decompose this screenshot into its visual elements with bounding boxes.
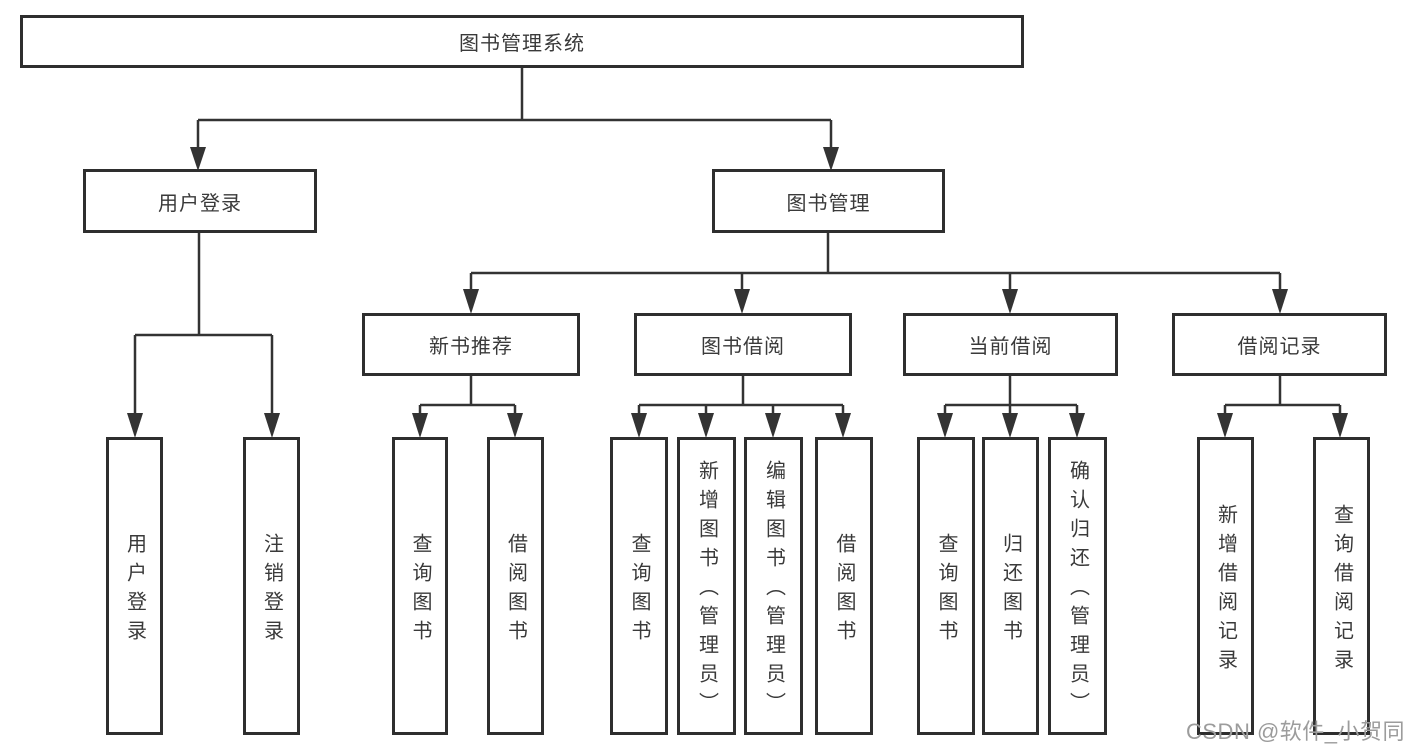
leaf-query-books-1: 查询图书 xyxy=(392,437,448,735)
leaf-return-books: 归还图书 xyxy=(982,437,1039,735)
leaf-confirm-return-admin: 确认归还（管理员） xyxy=(1048,437,1107,735)
leaf-logout: 注销登录 xyxy=(243,437,300,735)
node-root-system: 图书管理系统 xyxy=(20,15,1024,68)
leaf-edit-books-admin: 编辑图书（管理员） xyxy=(744,437,803,735)
leaf-user-login: 用户登录 xyxy=(106,437,163,735)
leaf-borrow-books-2: 借阅图书 xyxy=(815,437,873,735)
node-book-borrowing: 图书借阅 xyxy=(634,313,852,376)
leaf-query-books-2: 查询图书 xyxy=(610,437,668,735)
node-book-management: 图书管理 xyxy=(712,169,945,233)
node-user-login: 用户登录 xyxy=(83,169,317,233)
node-current-borrowing: 当前借阅 xyxy=(903,313,1118,376)
leaf-add-borrow-record: 新增借阅记录 xyxy=(1197,437,1254,735)
node-new-book-recommendation: 新书推荐 xyxy=(362,313,580,376)
leaf-add-books-admin: 新增图书（管理员） xyxy=(677,437,736,735)
node-borrowing-records: 借阅记录 xyxy=(1172,313,1387,376)
csdn-watermark: CSDN @软件_小贺同学 xyxy=(1186,719,1405,744)
leaf-query-books-3: 查询图书 xyxy=(917,437,975,735)
leaf-query-borrow-record: 查询借阅记录 xyxy=(1313,437,1370,735)
leaf-borrow-books-1: 借阅图书 xyxy=(487,437,544,735)
